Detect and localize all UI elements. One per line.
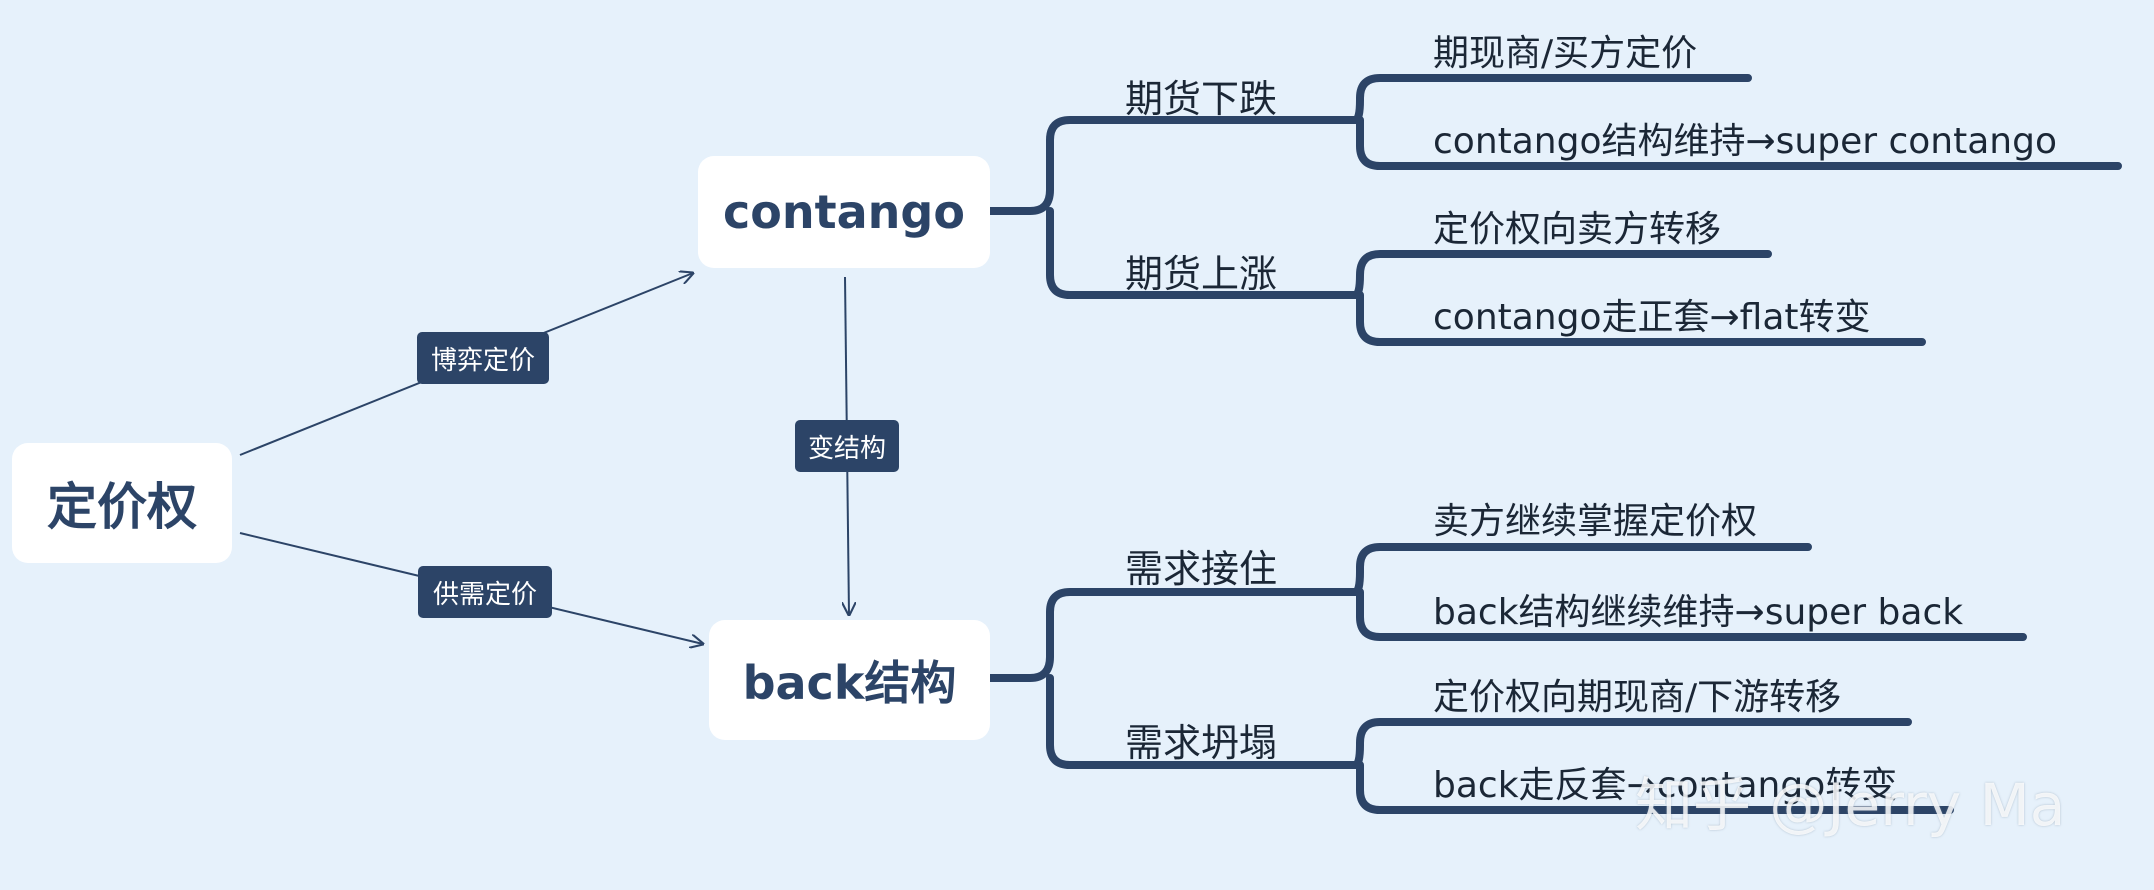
branch-futures-rise[interactable]: 期货上涨 xyxy=(1125,252,1278,296)
back-label: back结构 xyxy=(742,656,957,710)
leaf-demand-collapse-2[interactable]: back走反套→contango转变 xyxy=(1433,765,1898,806)
branch-futures-fall[interactable]: 期货下跌 xyxy=(1125,77,1278,121)
contango-node[interactable]: contango xyxy=(698,156,990,268)
back-node[interactable]: back结构 xyxy=(709,620,990,740)
bracket-futures-rise xyxy=(1351,250,1926,346)
contango-label: contango xyxy=(723,185,965,239)
edge-label-game-pricing: 博弈定价 xyxy=(417,332,549,384)
branch-demand-hold[interactable]: 需求接住 xyxy=(1125,547,1278,591)
leaf-futures-rise-1[interactable]: 定价权向卖方转移 xyxy=(1433,209,1722,250)
watermark: 知乎 @Jerry Ma xyxy=(1635,771,2066,839)
leaf-demand-collapse-1[interactable]: 定价权向期现商/下游转移 xyxy=(1433,677,1842,718)
root-node[interactable]: 定价权 xyxy=(12,443,232,563)
edge-label-supply-demand-pricing: 供需定价 xyxy=(418,566,552,618)
leaf-demand-hold-1[interactable]: 卖方继续掌握定价权 xyxy=(1433,501,1758,542)
bracket-contango xyxy=(986,116,1359,299)
leaf-futures-rise-2[interactable]: contango走正套→flat转变 xyxy=(1433,297,1871,338)
leaf-futures-fall-1[interactable]: 期现商/买方定价 xyxy=(1433,33,1698,74)
leaf-demand-hold-2[interactable]: back结构继续维持→super back xyxy=(1433,592,1964,633)
branch-demand-collapse[interactable]: 需求坍塌 xyxy=(1125,721,1278,765)
root-label: 定价权 xyxy=(47,478,197,536)
bracket-demand-collapse xyxy=(1351,718,1954,814)
bracket-demand-hold xyxy=(1351,543,2027,641)
edge-label-change-structure: 变结构 xyxy=(795,420,899,472)
bracket-futures-fall xyxy=(1351,74,2122,170)
bracket-back xyxy=(986,588,1359,769)
leaf-futures-fall-2[interactable]: contango结构维持→super contango xyxy=(1433,121,2057,162)
